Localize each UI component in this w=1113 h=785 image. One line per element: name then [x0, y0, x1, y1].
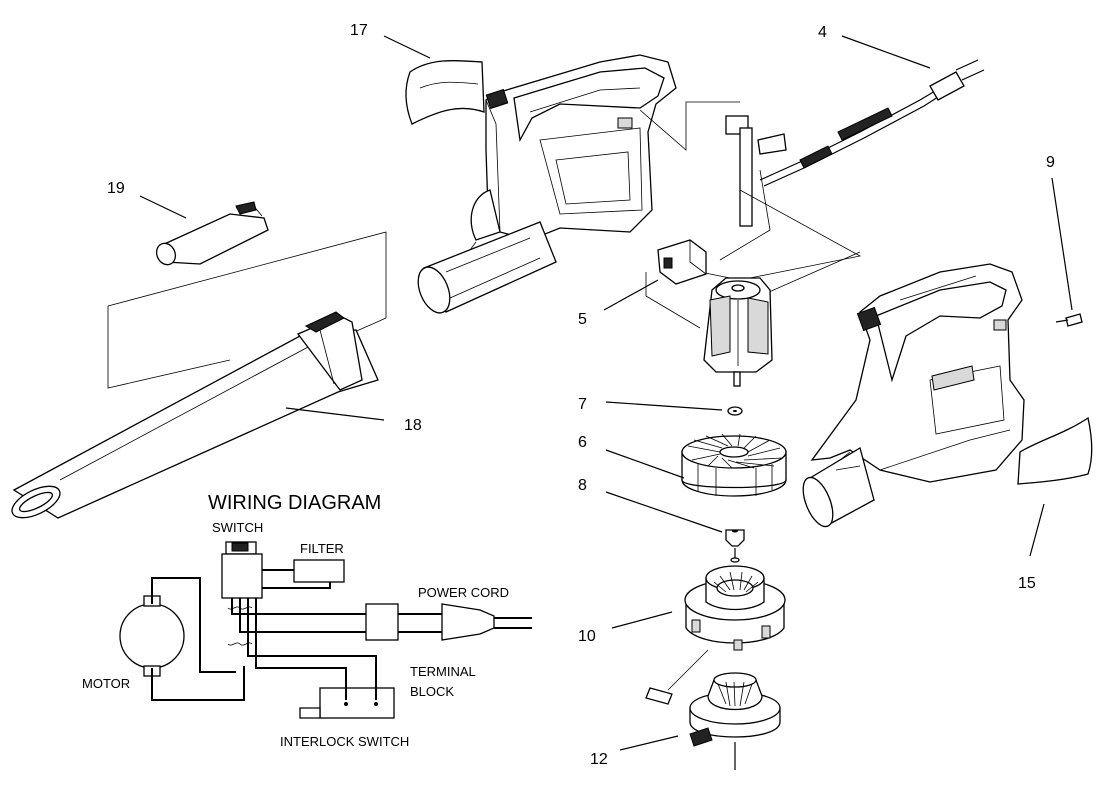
label-17: 17 [350, 22, 368, 39]
leader-10 [611, 611, 673, 629]
leader-4 [841, 35, 931, 69]
part-8-nut [725, 529, 745, 547]
motor-label: MOTOR [82, 676, 130, 691]
switch-symbol [221, 541, 263, 599]
label-5: 5 [578, 311, 587, 328]
label-7: 7 [578, 396, 587, 413]
label-10: 10 [578, 628, 596, 645]
filter-symbol [293, 559, 345, 583]
interlock-switch-symbol [299, 687, 395, 719]
part-6-fan [681, 433, 787, 497]
filter-label: FILTER [300, 541, 344, 556]
interlock-switch-label: INTERLOCK SWITCH [280, 734, 409, 749]
housing-left-half [470, 54, 677, 241]
guide-10-12 [667, 649, 709, 691]
part-10-fan-cover [684, 548, 786, 651]
leader-15 [1029, 503, 1045, 557]
small-decal [645, 687, 673, 705]
cord-strain-relief [725, 115, 787, 227]
part-17-decal [405, 59, 485, 125]
wiring-lines [151, 569, 442, 701]
part-15-decal [1017, 416, 1093, 485]
label-6: 6 [578, 434, 587, 451]
motor-assembly [703, 277, 773, 387]
part-5-switch [657, 239, 707, 285]
leader-5 [603, 279, 659, 311]
part-19-nozzle-attachment [155, 201, 269, 266]
part-7-washer [727, 406, 743, 416]
block-label: BLOCK [410, 684, 454, 699]
part-4-power-cord [759, 59, 985, 187]
leader-6 [605, 449, 685, 479]
assembled-blower [802, 263, 1025, 528]
leader-19 [139, 195, 187, 219]
leader-7 [605, 401, 723, 411]
wiring-diagram: WIRING DIAGRAM SWITCH FILTER POWER CORD … [82, 492, 532, 749]
wiring-title: WIRING DIAGRAM [208, 492, 381, 514]
power-cord-symbol [365, 603, 532, 641]
terminal-label: TERMINAL [410, 664, 476, 679]
leader-9 [1051, 177, 1073, 311]
leader-18 [285, 407, 385, 421]
label-4: 4 [818, 24, 827, 41]
part-12-inlet-cover [689, 672, 781, 770]
label-8: 8 [578, 477, 587, 494]
leader-8 [605, 491, 723, 533]
leader-17 [383, 35, 431, 59]
label-15: 15 [1018, 575, 1036, 592]
switch-label: SWITCH [212, 520, 263, 535]
label-19: 19 [107, 180, 125, 197]
label-18: 18 [404, 417, 422, 434]
label-12: 12 [590, 751, 608, 768]
power-cord-label: POWER CORD [418, 585, 509, 600]
leader-12 [619, 735, 679, 751]
housing-outlet-tube [417, 221, 557, 314]
part-9-screw [1055, 313, 1083, 327]
motor-symbol [119, 595, 185, 677]
part-18-blower-tube [11, 311, 379, 519]
label-9: 9 [1046, 154, 1055, 171]
